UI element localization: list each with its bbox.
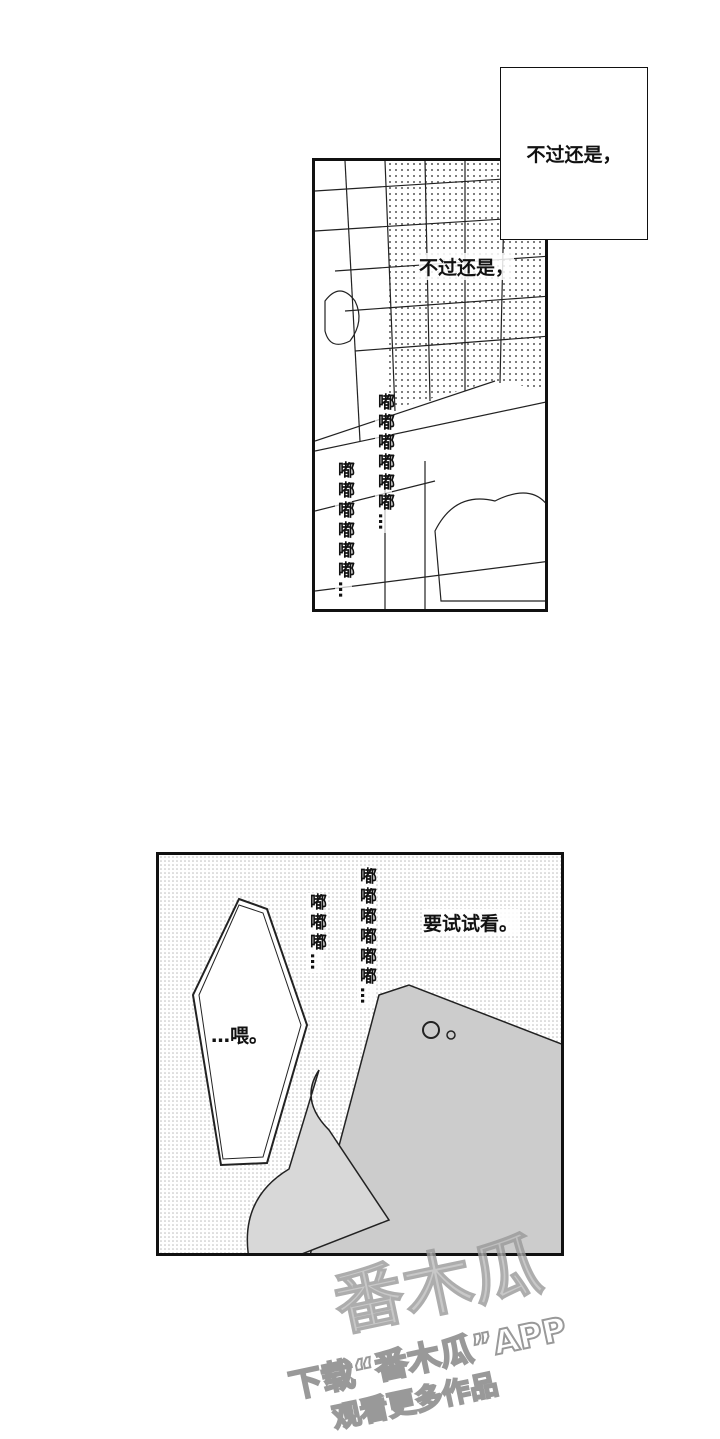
sfx-ringing-right: 嘟嘟嘟嘟嘟嘟… [356,867,376,1007]
watermark-line1: 下载“番木瓜”APP [286,1309,570,1406]
sfx-ringing-left: 嘟嘟嘟嘟嘟嘟… [334,461,354,601]
caption-box: 不过还是， [500,67,648,240]
caption-text: 不过还是， [526,144,622,166]
sfx-ringing-left: 嘟嘟嘟… [306,893,326,973]
speech-text: …喂。 [211,1025,269,1047]
narration-text: 不过还是， [419,253,515,280]
sfx-ringing-right: 嘟嘟嘟嘟嘟嘟… [374,393,394,533]
narration-text: 要试试看。 [423,909,519,936]
watermark-line2: 观看更多作品 [330,1368,501,1435]
panel-phone: 要试试看。 嘟嘟嘟嘟嘟嘟… 嘟嘟嘟… …喂。 [156,852,564,1256]
speech-bubble [191,897,309,1167]
